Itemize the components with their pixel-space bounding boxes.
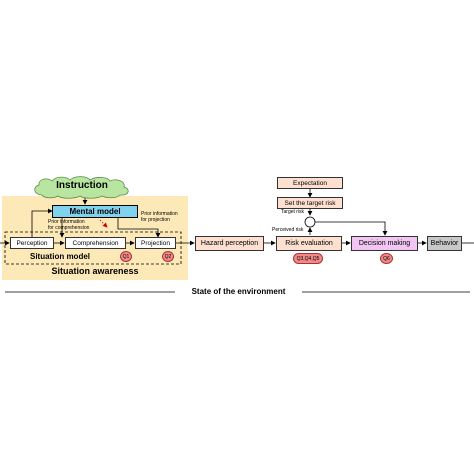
comprehension-box: Comprehension <box>65 237 126 249</box>
decision-making-box: Decision making <box>351 236 418 251</box>
situation-awareness-label: Situation awareness <box>51 266 139 276</box>
prior-info-comprehension-line1: Prior information <box>48 219 85 225</box>
behavior-label: Behavior <box>430 240 459 247</box>
behavior-box: Behavior <box>427 236 462 251</box>
environment-label: State of the environment <box>191 287 286 296</box>
q6-badge: Q6 <box>380 253 393 264</box>
expectation-label: Expectation <box>293 179 327 187</box>
comparator-circle <box>304 216 316 228</box>
target-risk-label: Target risk <box>281 209 305 215</box>
mental-model-label: Mental model <box>69 207 121 216</box>
decision-making-label: Decision making <box>358 240 411 247</box>
risk-evaluation-label: Risk evaluation <box>285 240 333 247</box>
set-target-risk-label: Set the target risk <box>284 199 336 207</box>
instruction-label: Instruction <box>56 180 108 191</box>
mental-model-box: Mental model <box>52 205 138 218</box>
hazard-perception-label: Hazard perception <box>200 240 259 247</box>
perception-box: Perception <box>10 237 54 249</box>
hazard-perception-box: Hazard perception <box>195 236 264 251</box>
perceived-risk-label: Perceived risk <box>272 227 304 233</box>
projection-box: Projection <box>135 237 176 249</box>
prior-info-comprehension-line2: for comprehension <box>48 224 90 231</box>
situation-model-frame <box>4 231 182 265</box>
q1-badge: Q1 <box>120 251 132 262</box>
perception-label: Perception <box>16 239 48 247</box>
instruction-cloud-shape <box>34 176 129 199</box>
prior-info-comprehension-label: Prior information for comprehension <box>48 219 90 231</box>
prior-info-projection-line2: for projection <box>141 216 170 223</box>
prior-info-projection-line1: Prior information <box>141 211 178 217</box>
q345-badge: Q3,Q4,Q5 <box>293 253 323 264</box>
comprehension-label: Comprehension <box>72 239 119 247</box>
risk-evaluation-box: Risk evaluation <box>276 236 342 251</box>
expectation-box: Expectation <box>277 177 343 189</box>
prior-info-projection-label: Prior information for projection <box>141 211 178 223</box>
set-target-risk-box: Set the target risk <box>277 197 343 209</box>
projection-label: Projection <box>141 239 170 247</box>
q2-badge: Q2 <box>162 251 174 262</box>
situation-model-label: Situation model <box>30 252 90 261</box>
